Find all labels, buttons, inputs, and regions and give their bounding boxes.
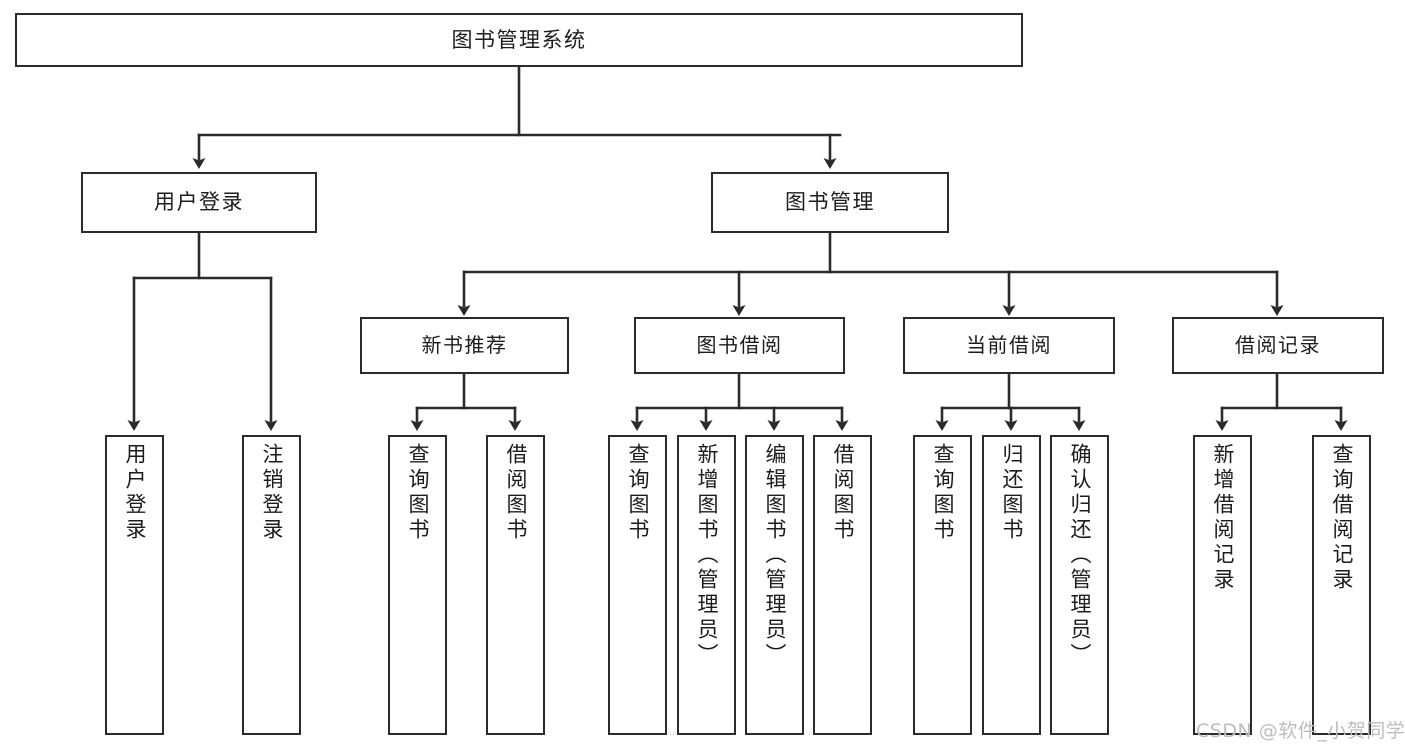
node-current-borrow-label: 当前借阅 [966,332,1052,357]
node-book-borrow-label: 图书借阅 [696,332,783,357]
node-leaf-query-book-1-label: 查询图书 [406,443,430,543]
node-leaf-query-record[interactable]: 查询借阅记录 [1312,435,1371,735]
node-leaf-add-record-label: 新增借阅记录 [1211,443,1235,593]
node-leaf-confirm-return[interactable]: 确认归还（管理员） [1050,435,1109,735]
node-leaf-add-record[interactable]: 新增借阅记录 [1193,435,1252,735]
node-leaf-edit-book[interactable]: 编辑图书（管理员） [745,435,804,735]
node-root[interactable]: 图书管理系统 [15,13,1023,67]
node-leaf-return-book-label: 归还图书 [1000,443,1024,543]
node-leaf-borrow-book-2[interactable]: 借阅图书 [813,435,872,735]
node-book-manage[interactable]: 图书管理 [711,172,949,233]
node-leaf-borrow-book-1-label: 借阅图书 [504,443,528,543]
node-leaf-return-book[interactable]: 归还图书 [982,435,1041,735]
node-leaf-query-book-3-label: 查询图书 [931,443,955,543]
node-leaf-query-book-3[interactable]: 查询图书 [913,435,972,735]
node-book-borrow[interactable]: 图书借阅 [634,317,845,374]
node-new-book-rec-label: 新书推荐 [421,332,508,357]
node-borrow-record[interactable]: 借阅记录 [1172,317,1384,374]
node-user-login[interactable]: 用户登录 [81,172,317,233]
node-leaf-borrow-book-2-label: 借阅图书 [831,443,855,543]
node-leaf-user-login-label: 用户登录 [123,443,147,543]
node-leaf-query-book-1[interactable]: 查询图书 [388,435,447,735]
node-leaf-query-book-2-label: 查询图书 [626,443,650,543]
node-new-book-rec[interactable]: 新书推荐 [360,317,569,374]
node-leaf-edit-book-label: 编辑图书（管理员） [763,443,787,668]
node-leaf-borrow-book-1[interactable]: 借阅图书 [486,435,545,735]
node-leaf-query-record-label: 查询借阅记录 [1330,443,1354,593]
node-leaf-add-book[interactable]: 新增图书（管理员） [677,435,736,735]
node-borrow-record-label: 借阅记录 [1235,332,1321,357]
node-leaf-confirm-return-label: 确认归还（管理员） [1068,443,1092,668]
node-leaf-user-login[interactable]: 用户登录 [105,435,164,735]
node-leaf-user-logout[interactable]: 注销登录 [242,435,301,735]
node-leaf-user-logout-label: 注销登录 [260,443,284,543]
node-current-borrow[interactable]: 当前借阅 [903,317,1115,374]
node-leaf-add-book-label: 新增图书（管理员） [695,443,719,668]
node-root-label: 图书管理系统 [451,27,587,52]
node-leaf-query-book-2[interactable]: 查询图书 [608,435,667,735]
node-book-manage-label: 图书管理 [785,190,875,215]
node-user-login-label: 用户登录 [154,190,244,215]
watermark-text: CSDN @软件_小贺同学 [1196,720,1405,742]
